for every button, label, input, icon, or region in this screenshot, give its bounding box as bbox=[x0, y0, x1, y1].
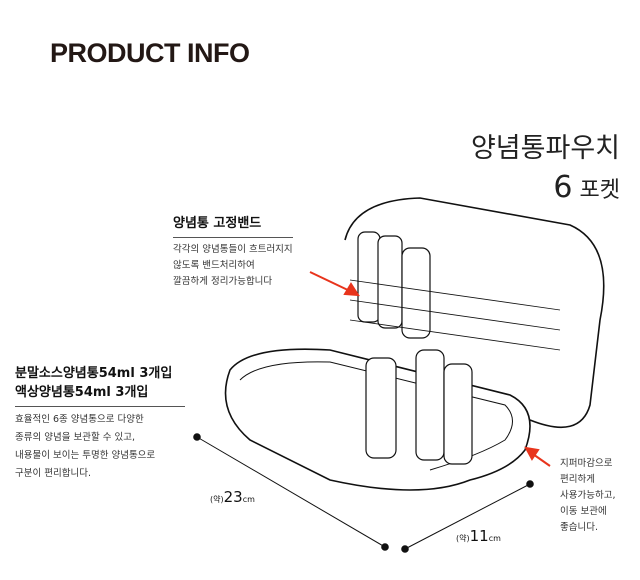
desc-line: 종류의 양념을 보관할 수 있고, bbox=[15, 432, 135, 443]
unit: cm bbox=[242, 495, 255, 504]
zipper-arrow-icon bbox=[524, 446, 551, 467]
desc-line: 각각의 양념통들이 흐트러지지 bbox=[173, 244, 293, 255]
desc-line: 편리하게 bbox=[560, 474, 595, 485]
bottle bbox=[443, 363, 473, 465]
desc-line: 지퍼마감으로 bbox=[560, 458, 613, 469]
product-title: 양념통파우치 bbox=[470, 133, 620, 164]
height-value: 11 bbox=[469, 527, 489, 545]
pouch-lid bbox=[344, 197, 605, 429]
desc-line: 않도록 밴드처리하여 bbox=[173, 260, 255, 271]
desc-line: 깔끔하게 정리가능합니다 bbox=[173, 276, 273, 287]
divider bbox=[173, 237, 293, 238]
pocket-number: 6 bbox=[553, 170, 573, 205]
bottles bbox=[357, 231, 473, 465]
page-heading: PRODUCT INFO bbox=[50, 38, 250, 68]
band-arrow-icon bbox=[309, 271, 360, 297]
desc-line: 좋습니다. bbox=[560, 522, 598, 533]
zipper-desc: 지퍼마감으로 편리하게 사용가능하고, 이동 보관에 좋습니다. bbox=[560, 456, 615, 536]
desc-line: 구분이 편리합니다. bbox=[15, 468, 91, 479]
desc-line: 효율적인 6종 양념통으로 다양한 bbox=[15, 414, 144, 425]
unit: cm bbox=[488, 534, 501, 543]
band-section: 양념통 고정밴드 각각의 양념통들이 흐트러지지 않도록 밴드처리하여 깔끔하게… bbox=[173, 212, 293, 290]
desc-line: 사용가능하고, bbox=[560, 490, 616, 501]
pouch-base bbox=[224, 348, 531, 491]
pocket-unit: 포켓 bbox=[579, 178, 620, 203]
approx-label: (약) bbox=[210, 495, 224, 504]
width-dimension-line bbox=[193, 433, 389, 551]
bottle bbox=[365, 357, 397, 459]
bottle bbox=[377, 235, 403, 329]
label-line: 액상양념통54ml 3개입 bbox=[15, 385, 149, 400]
width-dimension: (약)23cm bbox=[210, 488, 255, 506]
width-value: 23 bbox=[223, 488, 243, 506]
band-label: 양념통 고정밴드 bbox=[173, 216, 262, 231]
approx-label: (약) bbox=[456, 534, 470, 543]
fixing-bands bbox=[349, 279, 561, 351]
height-dimension: (약)11cm bbox=[456, 527, 501, 545]
pocket-count: 6 포켓 bbox=[553, 170, 620, 205]
bottle bbox=[357, 231, 381, 323]
containers-desc: 효율적인 6종 양념통으로 다양한 종류의 양념을 보관할 수 있고, 내용물이… bbox=[15, 411, 185, 483]
bottle bbox=[401, 247, 431, 339]
band-desc: 각각의 양념통들이 흐트러지지 않도록 밴드처리하여 깔끔하게 정리가능합니다 bbox=[173, 242, 293, 290]
divider bbox=[15, 406, 185, 407]
bottle bbox=[415, 349, 445, 461]
height-dimension-line bbox=[401, 480, 534, 553]
desc-line: 내용물이 보이는 투명한 양념통으로 bbox=[15, 450, 156, 461]
label-line: 분말소스양념통54ml 3개입 bbox=[15, 366, 173, 381]
desc-line: 이동 보관에 bbox=[560, 506, 607, 517]
